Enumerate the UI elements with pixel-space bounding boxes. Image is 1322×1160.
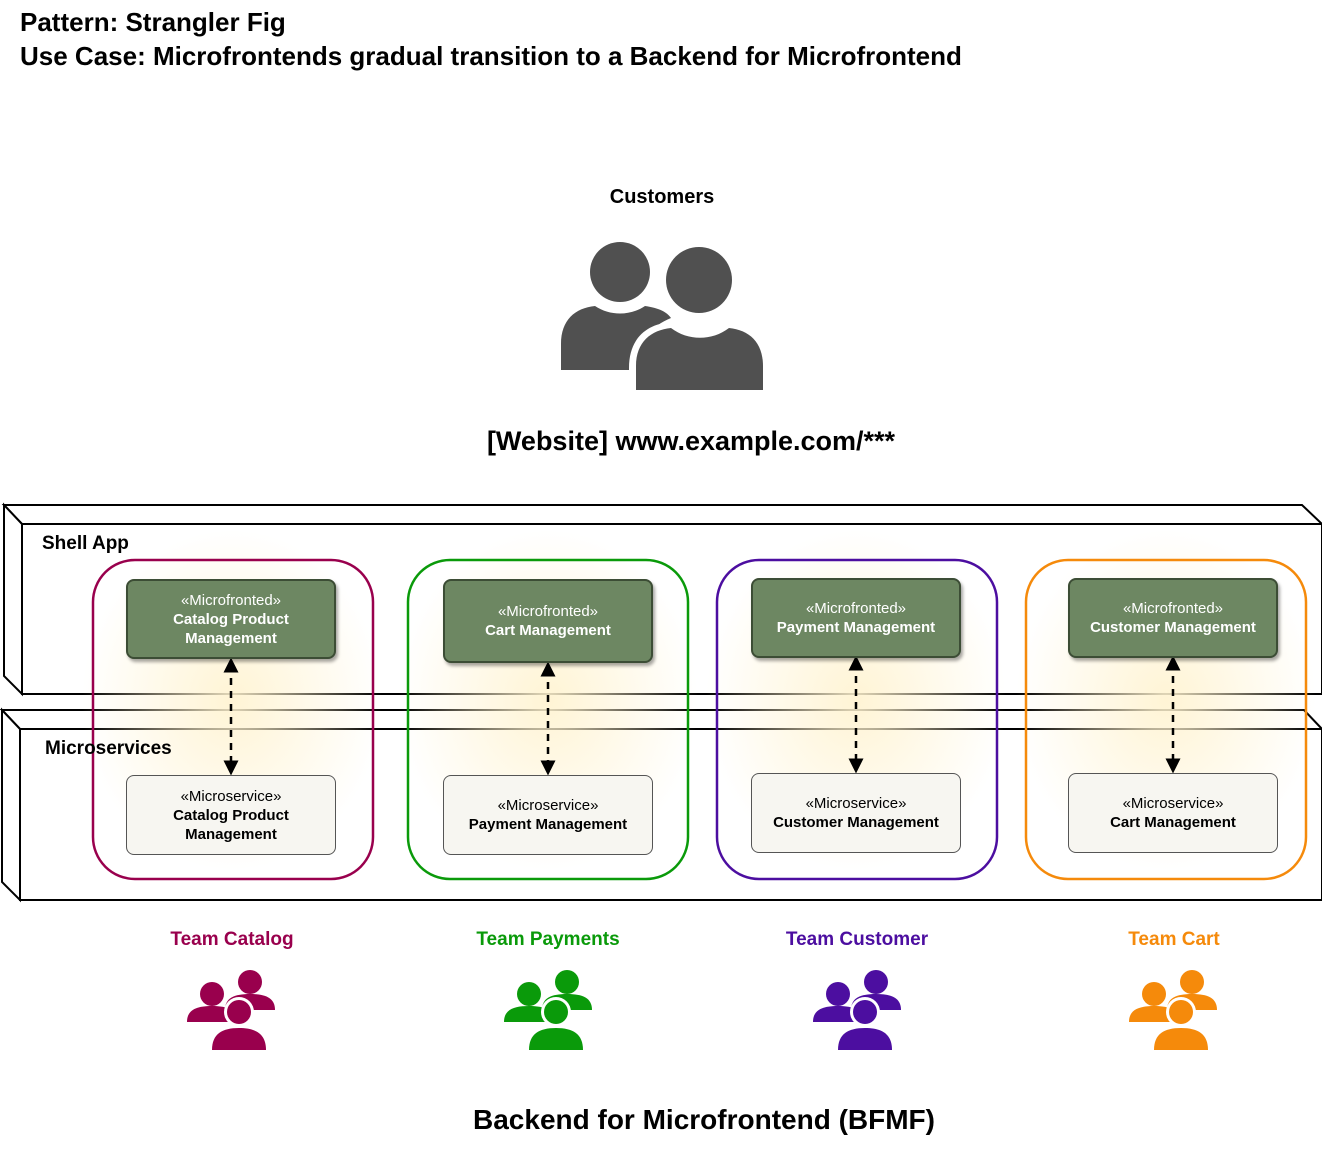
microfrontend-customer[interactable]: «Microfronted» Customer Management [1068,578,1278,658]
microfrontend-catalog[interactable]: «Microfronted» Catalog Product Managemen… [126,579,336,659]
team-catalog-label: Team Catalog [170,929,294,950]
team-customer-icon [813,970,901,1052]
microfrontend-cart[interactable]: «Microfronted» Cart Management [443,579,653,663]
team-customer-boundary [715,558,999,881]
team-cart-boundary [1024,558,1308,881]
team-customer-label: Team Customer [785,929,929,950]
team-catalog-icon [187,970,275,1052]
microservice-customer[interactable]: «Microservice» Customer Management [751,773,961,853]
microservice-cart[interactable]: «Microservice» Cart Management [1068,773,1278,853]
shell-app-label: Shell App [42,533,129,554]
team-payments-boundary [406,558,690,881]
microservice-catalog[interactable]: «Microservice» Catalog Product Managemen… [126,775,336,855]
pattern-title: Pattern: Strangler Fig [20,7,286,37]
team-catalog-boundary [91,558,375,881]
customers-label: Customers [609,186,715,208]
microservice-payment[interactable]: «Microservice» Payment Management [443,775,653,855]
team-cart-icon [1129,970,1217,1052]
website-label: [Website] www.example.com/*** [486,426,896,456]
use-case-title: Use Case: Microfrontends gradual transit… [20,41,962,71]
team-payments-icon [504,970,592,1052]
microservices-label: Microservices [45,738,172,759]
bfmf-title: Backend for Microfrontend (BFMF) [473,1104,935,1135]
team-payments-label: Team Payments [476,929,620,950]
microfrontend-payment[interactable]: «Microfronted» Payment Management [751,578,961,658]
users-icon [561,242,769,396]
team-cart-label: Team Cart [1128,929,1220,950]
